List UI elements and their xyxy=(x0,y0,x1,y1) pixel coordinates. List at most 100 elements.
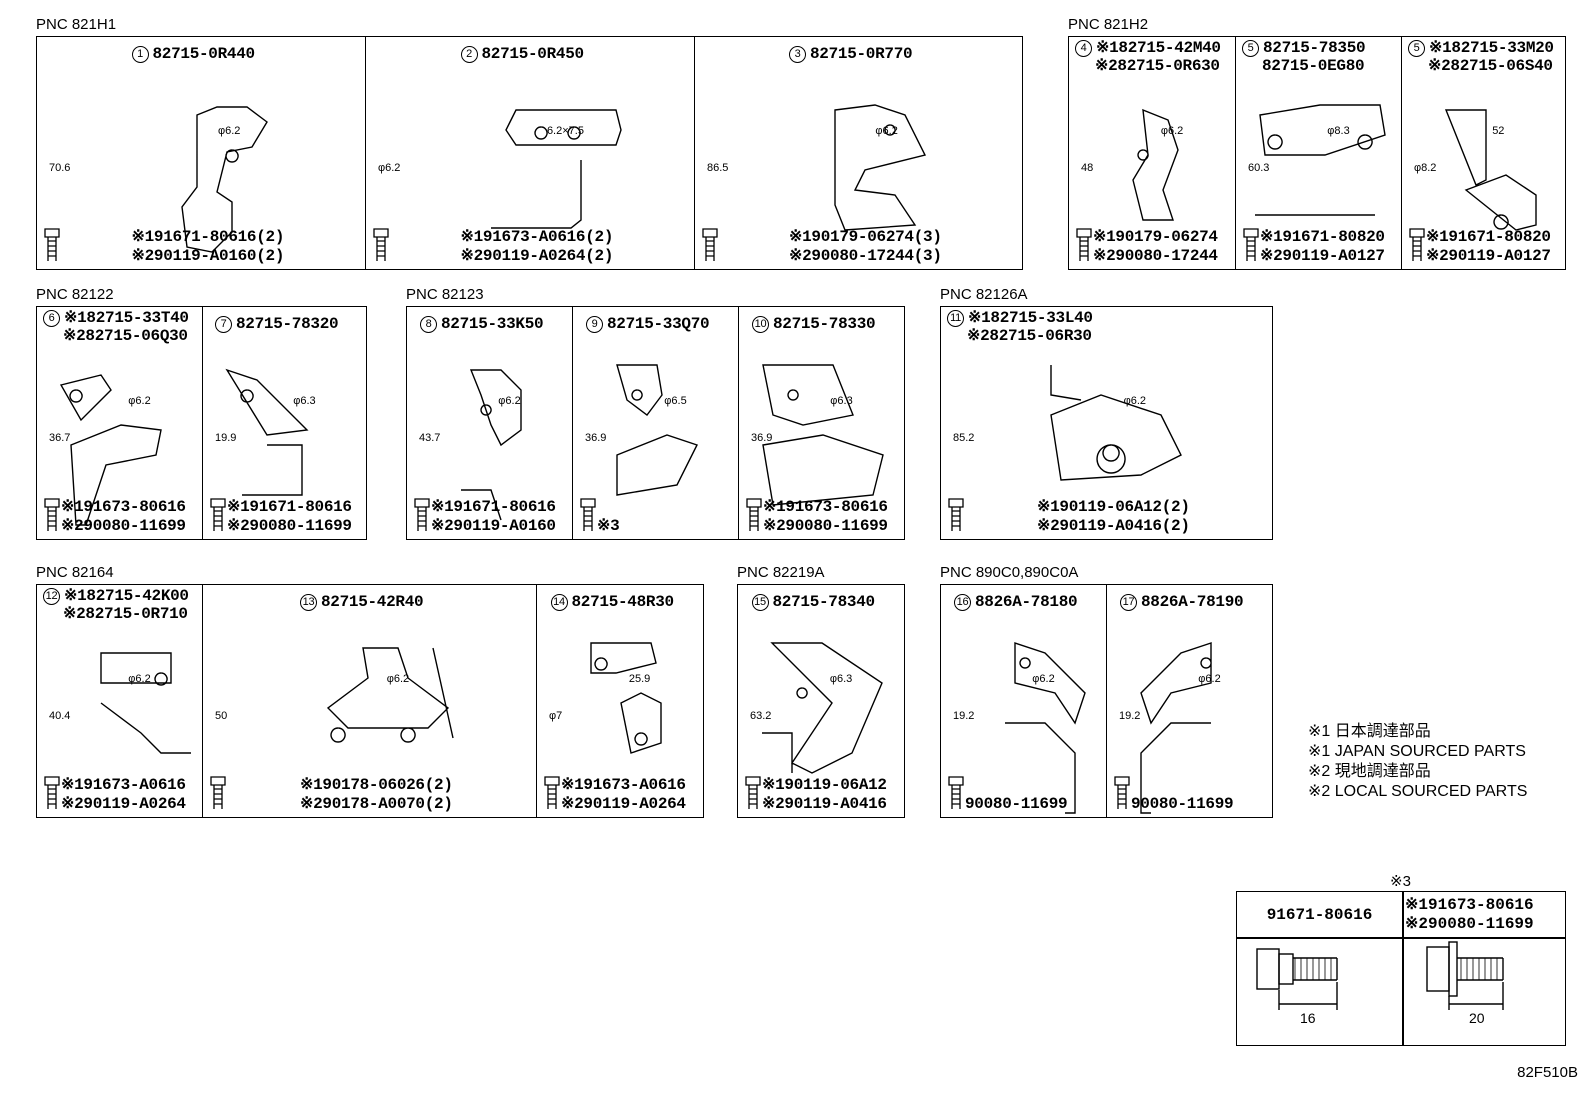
pnc-label: PNC 890C0,890C0A xyxy=(940,564,1079,581)
dimension-label: φ6.2 xyxy=(875,125,898,137)
bolt-icon xyxy=(373,228,389,261)
hardware-list: ※190179-06274※290080-17244 xyxy=(1093,228,1218,266)
hardware-part-number: ※290119-A0264 xyxy=(561,795,686,813)
hardware-part-number: ※191673-A0616(2) xyxy=(460,228,614,246)
legend-line: ※2 現地調達部品 xyxy=(1308,763,1431,780)
hardware-part-number: ※191671-80820 xyxy=(1426,228,1551,246)
part-number: 5※182715-33M20※282715-06S40 xyxy=(1408,39,1554,75)
part-number-line: 82715-42R40 xyxy=(321,593,424,611)
dimension-label: 85.2 xyxy=(953,432,975,444)
hardware-list: ※191671-80616(2)※290119-A0160(2) xyxy=(132,228,285,266)
figure-code: 82F510B xyxy=(1517,1064,1578,1081)
part-number-line: ※282715-06S40 xyxy=(1428,57,1553,75)
note3-col1-header: 91671-80616 xyxy=(1266,905,1373,924)
pnc-label: PNC 82122 xyxy=(36,286,114,303)
hardware-list: ※191673-80616※290080-11699 xyxy=(61,498,186,536)
hardware-part-number: ※290119-A0264(2) xyxy=(460,247,614,265)
pnc-label: PNC 82123 xyxy=(406,286,484,303)
hardware-list: ※191671-80616※290080-11699 xyxy=(227,498,352,536)
hardware-part-number: ※290119-A0160 xyxy=(431,517,556,535)
item-number-badge: 6 xyxy=(43,310,60,327)
dimension-label: φ6.3 xyxy=(829,673,853,685)
hardware-part-number: ※190119-06A12 xyxy=(762,776,887,794)
part-sketch xyxy=(1243,104,1386,261)
bolt-icon xyxy=(948,498,964,531)
hardware-part-number: ※290119-A0127 xyxy=(1260,247,1385,265)
part-outline xyxy=(616,364,698,496)
hardware-list: 90080-11699 xyxy=(965,776,1068,814)
part-sketch xyxy=(745,642,883,809)
part-number-line: 82715-78340 xyxy=(772,593,876,611)
part-number-line: ※182715-33M20 xyxy=(1429,39,1554,57)
hardware-part-number: ※191671-80616 xyxy=(227,498,352,516)
hardware-list: 90080-11699 xyxy=(1131,776,1234,814)
hardware-part-number: ※290119-A0416 xyxy=(762,795,887,813)
item-number-badge: 15 xyxy=(751,594,769,611)
item-number-badge: 7 xyxy=(215,316,232,333)
hardware-part-number: ※191671-80820 xyxy=(1260,228,1385,246)
dimension-label: φ6.2 xyxy=(1198,673,1221,685)
bolt-icon xyxy=(210,498,226,531)
part-outline xyxy=(1444,109,1537,231)
bolt-icon xyxy=(580,498,596,531)
dimension-label: φ8.2 xyxy=(1414,162,1437,174)
part-number-line: 82715-0R440 xyxy=(152,45,256,63)
dimension-label: φ6.3 xyxy=(293,395,316,407)
part-sketch xyxy=(210,647,454,809)
part-number: 11※182715-33L40※282715-06R30 xyxy=(947,309,1093,345)
item-number-badge: 14 xyxy=(550,594,568,611)
item-number-badge: 3 xyxy=(789,46,806,63)
dimension-label: φ6.2 xyxy=(128,673,151,685)
item-number-badge: 10 xyxy=(752,316,769,333)
part-sketch xyxy=(746,364,884,531)
dimension-label: φ7 xyxy=(549,710,563,722)
note3-col2-line: ※290080-11699 xyxy=(1405,915,1534,933)
part-number-line: 82715-0R450 xyxy=(481,45,585,63)
part-sketch xyxy=(580,364,698,531)
part-number: 6※182715-33T40※282715-06Q30 xyxy=(43,309,189,345)
dimension-label: 16 xyxy=(1300,1010,1316,1026)
bolt-icon xyxy=(1243,228,1259,261)
note3-col2-line: ※191673-80616 xyxy=(1405,896,1534,914)
hardware-part-number: 90080-11699 xyxy=(965,795,1068,813)
part-sketch xyxy=(544,642,662,809)
bolt-icon xyxy=(1114,776,1130,809)
dimension-label: φ6.2 xyxy=(386,673,410,685)
hardware-part-number: ※290080-11699 xyxy=(763,517,888,535)
dimension-label: 50 xyxy=(215,710,228,722)
dimension-label: φ8.3 xyxy=(1327,125,1350,137)
hardware-part-number: ※190179-06274(3) xyxy=(789,228,942,246)
part-sketch xyxy=(44,652,191,809)
part-outline xyxy=(1255,104,1386,216)
item-number-badge: 16 xyxy=(954,594,971,611)
dimension-label: 36.9 xyxy=(585,432,607,444)
item-number-badge: 2 xyxy=(460,46,478,63)
bolt-icon xyxy=(44,498,60,531)
dimension-label: 36.9 xyxy=(751,432,773,444)
hardware-part-number xyxy=(965,776,1067,795)
item-number-badge: 1 xyxy=(131,46,149,63)
dimension-label: 6.2×7.5 xyxy=(546,125,584,137)
part-number-line: ※182715-42M40 xyxy=(1096,39,1221,57)
hardware-part-number: ※191671-80616 xyxy=(431,498,556,516)
hardware-list: ※190119-06A12(2)※290119-A0416(2) xyxy=(1037,498,1190,536)
legend-line: ※2 LOCAL SOURCED PARTS xyxy=(1308,783,1528,800)
legend: ※1 日本調達部品 ※1 JAPAN SOURCED PARTS ※2 現地調達… xyxy=(1308,722,1527,802)
dimension-label: φ6.2 xyxy=(128,395,151,407)
part-number-line: 82715-33Q70 xyxy=(607,315,710,333)
part-number: 12※182715-42K00※282715-0R710 xyxy=(43,587,189,623)
